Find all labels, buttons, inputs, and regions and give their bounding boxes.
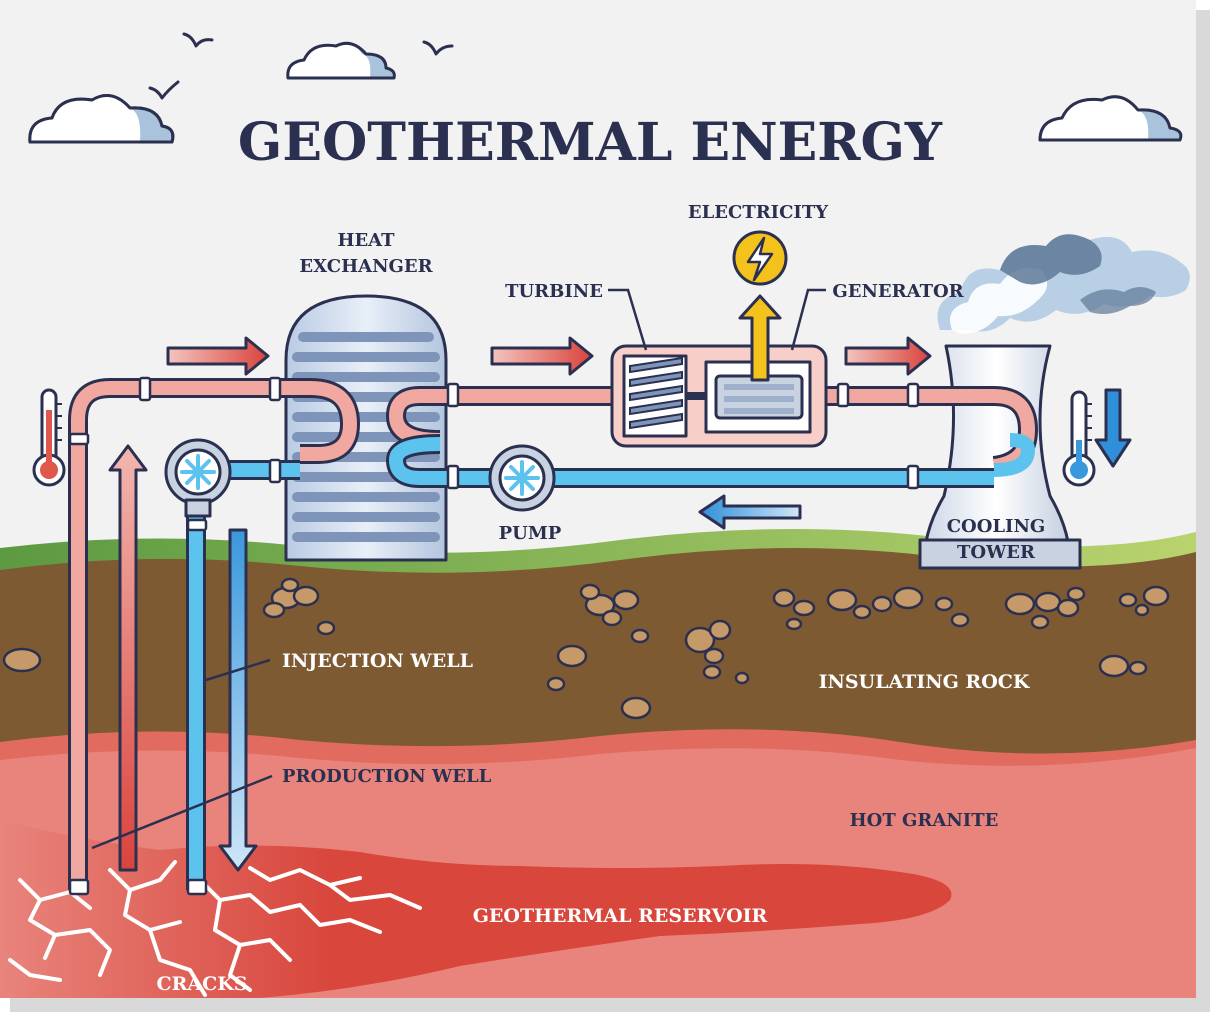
geothermal-reservoir-label: GEOTHERMAL RESERVOIR	[473, 905, 768, 927]
insulating-rock-label: INSULATING ROCK	[819, 671, 1031, 693]
flow-arrows	[108, 336, 1132, 872]
cooling-tower-label-line1: COOLING	[947, 516, 1046, 537]
turbine-label: TURBINE	[505, 281, 603, 302]
thermometer-cold-icon	[1062, 390, 1096, 487]
cloud-icon	[1038, 95, 1183, 142]
heat-exchanger-label-line2: EXCHANGER	[299, 256, 433, 277]
cooling-tower	[918, 344, 1082, 570]
heat-exchanger-label-line1: HEAT	[337, 230, 395, 251]
page-title: GEOTHERMAL ENERGY	[238, 112, 943, 173]
thermometer-hot-icon	[32, 388, 66, 487]
electricity-label: ELECTRICITY	[688, 202, 829, 223]
secondary-cold-pipe	[385, 434, 994, 488]
production-well-label: PRODUCTION WELL	[282, 766, 492, 787]
insulating-rock-layer	[0, 544, 1196, 754]
pump-icon	[488, 444, 556, 512]
pump-icon	[164, 438, 232, 518]
smoke	[937, 234, 1190, 334]
production-pipe	[68, 378, 361, 890]
injection-well-label: INJECTION WELL	[282, 650, 473, 672]
turbine-generator	[610, 344, 828, 448]
pipe-flanges	[68, 376, 920, 896]
heat-exchanger	[284, 294, 448, 562]
electricity-arrow	[738, 294, 782, 382]
pebbles	[2, 577, 1170, 720]
cooling-tower-label-line2: TOWER	[957, 542, 1036, 563]
pump-label: PUMP	[499, 523, 562, 544]
cloud-icon	[286, 41, 396, 80]
generator-label: GENERATOR	[832, 281, 964, 302]
cracks	[8, 860, 422, 997]
cracks-label: CRACKS	[156, 973, 247, 995]
hot-granite-label: HOT GRANITE	[850, 810, 999, 831]
leader-lines	[91, 288, 826, 850]
grass-layer	[0, 529, 1196, 573]
bird-icons	[148, 32, 454, 100]
cloud-icon	[28, 94, 175, 144]
lightning-bolt-icon	[732, 230, 788, 286]
